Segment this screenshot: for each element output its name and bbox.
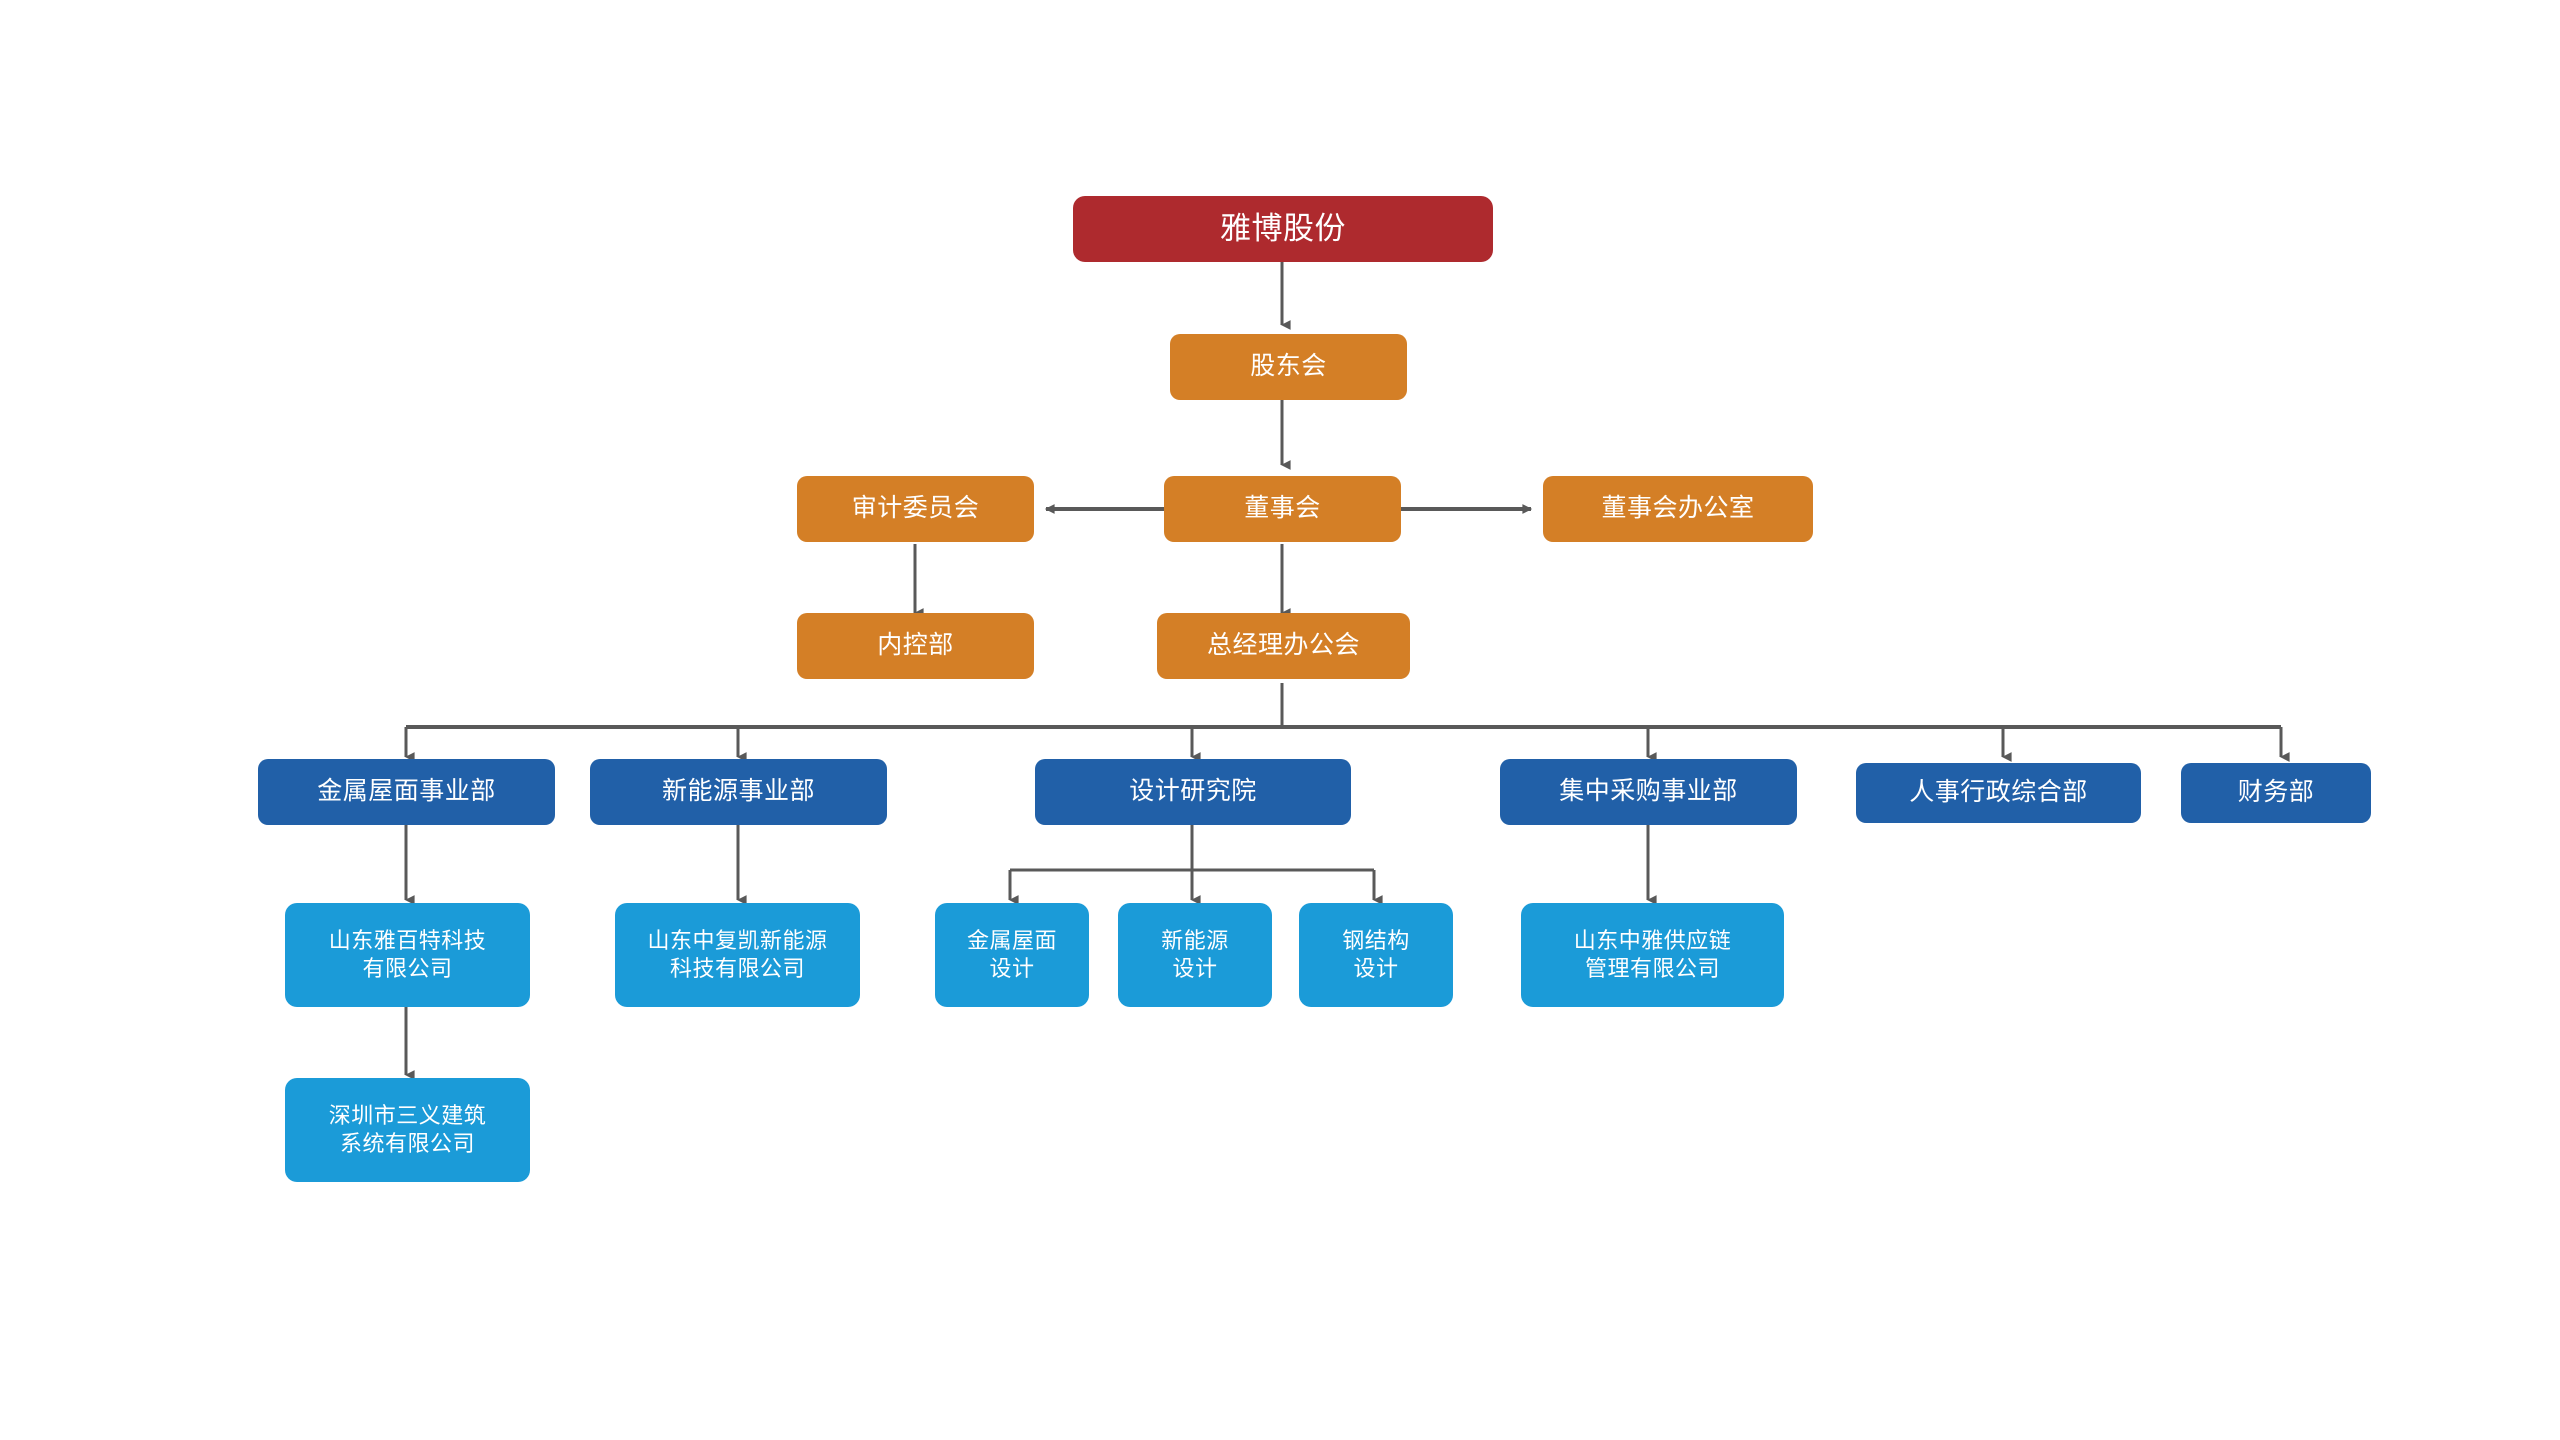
node-label: 金属屋面事业部 — [317, 777, 496, 806]
node-label: 财务部 — [2237, 778, 2315, 807]
node-internal-control-department[interactable]: 内控部 — [797, 613, 1034, 679]
node-label: 新能源事业部 — [661, 777, 815, 806]
node-gm-office-meeting[interactable]: 总经理办公会 — [1157, 613, 1410, 679]
node-team-metal-roof-design[interactable]: 金属屋面 设计 — [935, 903, 1089, 1007]
node-root-company[interactable]: 雅博股份 — [1073, 196, 1493, 262]
node-team-steel-structure-design[interactable]: 钢结构 设计 — [1299, 903, 1453, 1007]
node-division-central-procurement[interactable]: 集中采购事业部 — [1500, 759, 1797, 825]
node-label: 山东中复凯新能源 科技有限公司 — [647, 928, 828, 981]
node-shareholders-meeting[interactable]: 股东会 — [1170, 334, 1407, 400]
node-board-of-directors[interactable]: 董事会 — [1164, 476, 1401, 542]
node-label: 设计研究院 — [1129, 777, 1257, 806]
node-subsidiary-shandong-yabaite[interactable]: 山东雅百特科技 有限公司 — [285, 903, 530, 1007]
node-label: 山东中雅供应链 管理有限公司 — [1573, 928, 1732, 981]
node-division-finance[interactable]: 财务部 — [2181, 763, 2371, 823]
node-division-hr-admin[interactable]: 人事行政综合部 — [1856, 763, 2141, 823]
node-label: 集中采购事业部 — [1559, 777, 1738, 806]
node-label: 内控部 — [877, 631, 954, 660]
node-division-new-energy[interactable]: 新能源事业部 — [590, 759, 887, 825]
node-label: 人事行政综合部 — [1909, 778, 2088, 807]
node-subsidiary-shandong-zhongfukai[interactable]: 山东中复凯新能源 科技有限公司 — [615, 903, 860, 1007]
node-division-design-institute[interactable]: 设计研究院 — [1035, 759, 1351, 825]
node-subsidiary-shenzhen-sanyi[interactable]: 深圳市三义建筑 系统有限公司 — [285, 1078, 530, 1182]
node-label: 股东会 — [1250, 352, 1327, 381]
node-team-new-energy-design[interactable]: 新能源 设计 — [1118, 903, 1272, 1007]
node-label: 雅博股份 — [1220, 211, 1346, 247]
node-label: 董事会办公室 — [1601, 494, 1755, 523]
node-label: 审计委员会 — [851, 494, 980, 523]
node-division-metal-roof[interactable]: 金属屋面事业部 — [258, 759, 555, 825]
node-board-office[interactable]: 董事会办公室 — [1543, 476, 1813, 542]
node-label: 总经理办公会 — [1206, 631, 1360, 660]
node-audit-committee[interactable]: 审计委员会 — [797, 476, 1034, 542]
node-label: 深圳市三义建筑 系统有限公司 — [328, 1103, 487, 1156]
node-subsidiary-shandong-zhongya-supply-chain[interactable]: 山东中雅供应链 管理有限公司 — [1521, 903, 1784, 1007]
node-label: 金属屋面 设计 — [966, 928, 1057, 981]
node-label: 新能源 设计 — [1161, 928, 1229, 981]
node-label: 钢结构 设计 — [1342, 928, 1410, 981]
node-label: 董事会 — [1244, 494, 1321, 523]
node-label: 山东雅百特科技 有限公司 — [328, 928, 487, 981]
